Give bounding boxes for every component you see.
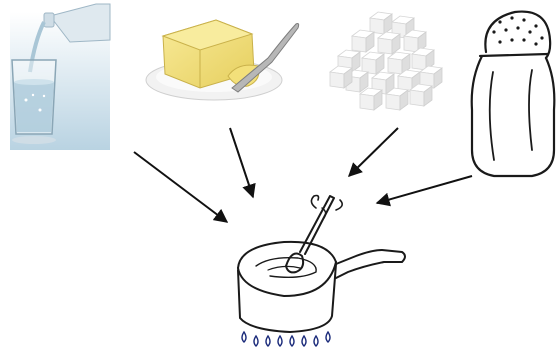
arrows <box>134 128 472 222</box>
sugar-cube <box>330 66 352 88</box>
sugar-cube <box>362 52 384 74</box>
arrow-butter-to-pan <box>230 128 253 197</box>
shaker-hole <box>534 42 537 45</box>
sugar-cube <box>378 32 400 54</box>
arrow-salt-to-pan <box>377 176 472 203</box>
shaker-hole <box>498 40 501 43</box>
arrow-water-to-pan <box>134 152 227 222</box>
flame <box>254 336 258 346</box>
shaker-hole <box>510 16 513 19</box>
sugar-cube <box>352 30 374 52</box>
salt-shaker-icon <box>472 12 555 176</box>
saucepan-on-stove-icon <box>238 196 405 333</box>
shaker-hole <box>534 24 537 27</box>
shaker-hole <box>528 30 531 33</box>
sugar-cube <box>370 12 392 34</box>
shaker-hole <box>522 38 525 41</box>
salt-shaker-holes <box>492 16 543 45</box>
butter-icon <box>146 20 299 100</box>
flame <box>314 336 318 346</box>
sugar-cube <box>386 88 408 110</box>
water-glass-icon <box>10 4 110 150</box>
stove-flames <box>242 332 330 346</box>
sugar-cubes-icon <box>330 12 442 110</box>
shaker-hole <box>498 20 501 23</box>
shaker-hole <box>504 28 507 31</box>
shaker-hole <box>522 18 525 21</box>
shaker-hole <box>540 36 543 39</box>
flame <box>302 336 306 346</box>
sugar-cube <box>360 88 382 110</box>
flame <box>290 336 294 346</box>
flame <box>242 332 246 342</box>
flame <box>278 336 282 346</box>
flame <box>326 332 330 342</box>
shaker-hole <box>492 30 495 33</box>
sugar-cube <box>410 84 432 106</box>
flame <box>266 336 270 346</box>
shaker-hole <box>516 26 519 29</box>
shaker-hole <box>510 38 513 41</box>
arrow-sugar-to-pan <box>349 128 398 176</box>
